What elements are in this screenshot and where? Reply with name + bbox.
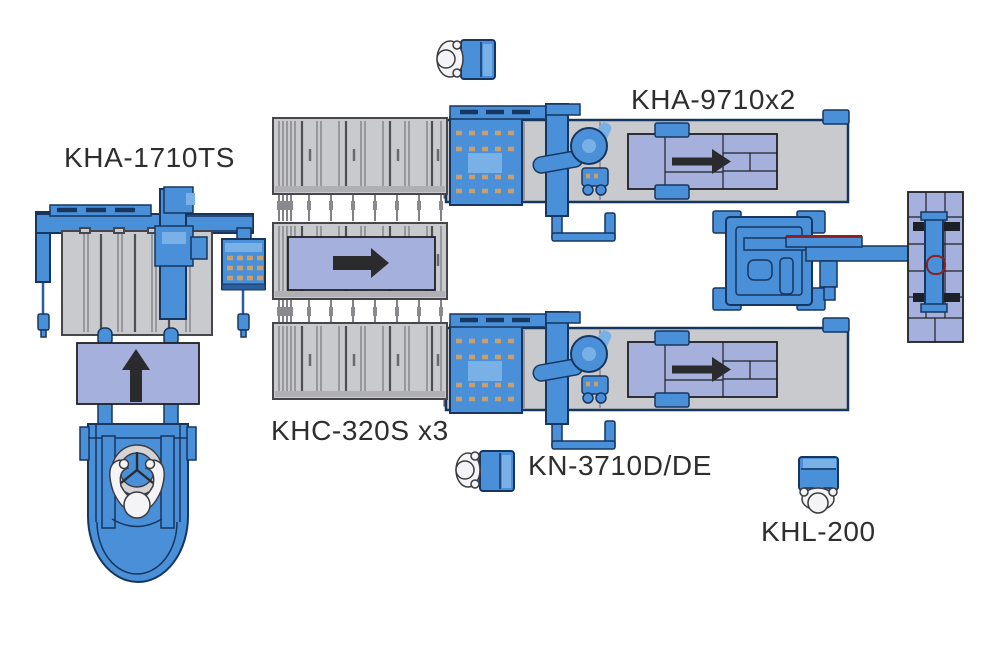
kn-3710-truck — [455, 450, 515, 492]
press-robot-cell — [712, 210, 955, 311]
flow-arrow-right-khc — [333, 248, 389, 278]
pallet-truck-top — [436, 39, 496, 80]
label-kha-9710: KHA-9710x2 — [631, 84, 796, 115]
label-kn-3710: KN-3710D/DE — [528, 450, 713, 481]
operator — [109, 458, 165, 519]
kha-1710ts-machine — [35, 186, 266, 338]
khl-200-truck — [798, 456, 839, 514]
forklift — [76, 327, 200, 583]
flow-arrow-up-forklift — [122, 349, 150, 402]
label-khc-320s: KHC-320S x3 — [271, 415, 449, 446]
label-kha-1710ts: KHA-1710TS — [64, 142, 235, 173]
pallet-rack — [907, 191, 964, 343]
label-khl-200: KHL-200 — [761, 516, 876, 547]
khc-320s-rack-line — [271, 116, 449, 401]
plate-stack — [221, 238, 266, 291]
kha-9710-line-bottom — [444, 312, 849, 449]
